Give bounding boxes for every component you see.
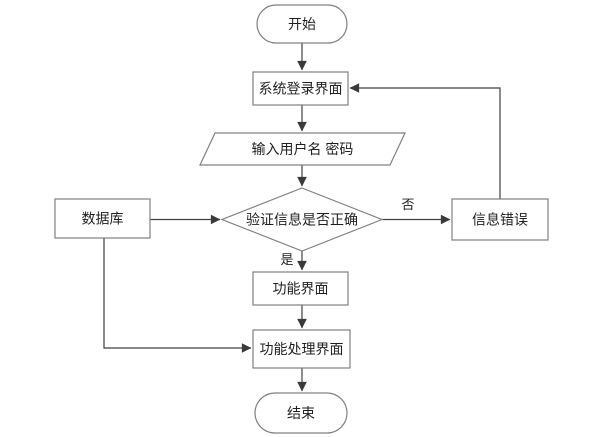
edge-error-to-login xyxy=(349,83,501,199)
input-io-shape xyxy=(199,132,406,166)
function-process-shape xyxy=(252,271,349,306)
edge-label-no: 否 xyxy=(401,197,414,212)
database-label: 数据库 xyxy=(82,210,124,226)
end-terminator-shape xyxy=(254,392,348,434)
edge-label-yes: 是 xyxy=(280,252,293,267)
start-label: 开始 xyxy=(288,16,316,32)
error-label: 信息错误 xyxy=(472,211,528,227)
node-database: 数据库 xyxy=(54,198,151,239)
edge-database-to-handle xyxy=(103,238,252,353)
login-label: 系统登录界面 xyxy=(259,80,343,96)
start-terminator-shape xyxy=(256,4,348,44)
error-process-shape xyxy=(451,198,549,241)
node-handle: 功能处理界面 xyxy=(252,329,351,369)
node-error: 信息错误 xyxy=(451,198,549,241)
node-input: 输入用户名 密码 xyxy=(199,132,406,166)
input-label: 输入用户名 密码 xyxy=(252,141,354,157)
node-start: 开始 xyxy=(256,4,348,44)
verify-label: 验证信息是否正确 xyxy=(246,211,358,227)
node-function: 功能界面 xyxy=(252,271,349,306)
login-process-shape xyxy=(252,71,349,106)
function-label: 功能界面 xyxy=(273,280,329,296)
node-verify: 验证信息是否正确 xyxy=(220,187,384,252)
verify-decision-shape xyxy=(220,187,384,252)
connectors: 否 是 xyxy=(103,43,501,392)
handle-label: 功能处理界面 xyxy=(260,341,344,357)
end-label: 结束 xyxy=(287,405,315,421)
node-end: 结束 xyxy=(254,392,348,434)
handle-process-shape xyxy=(252,329,351,369)
node-login: 系统登录界面 xyxy=(252,71,349,106)
database-process-shape xyxy=(54,198,151,239)
